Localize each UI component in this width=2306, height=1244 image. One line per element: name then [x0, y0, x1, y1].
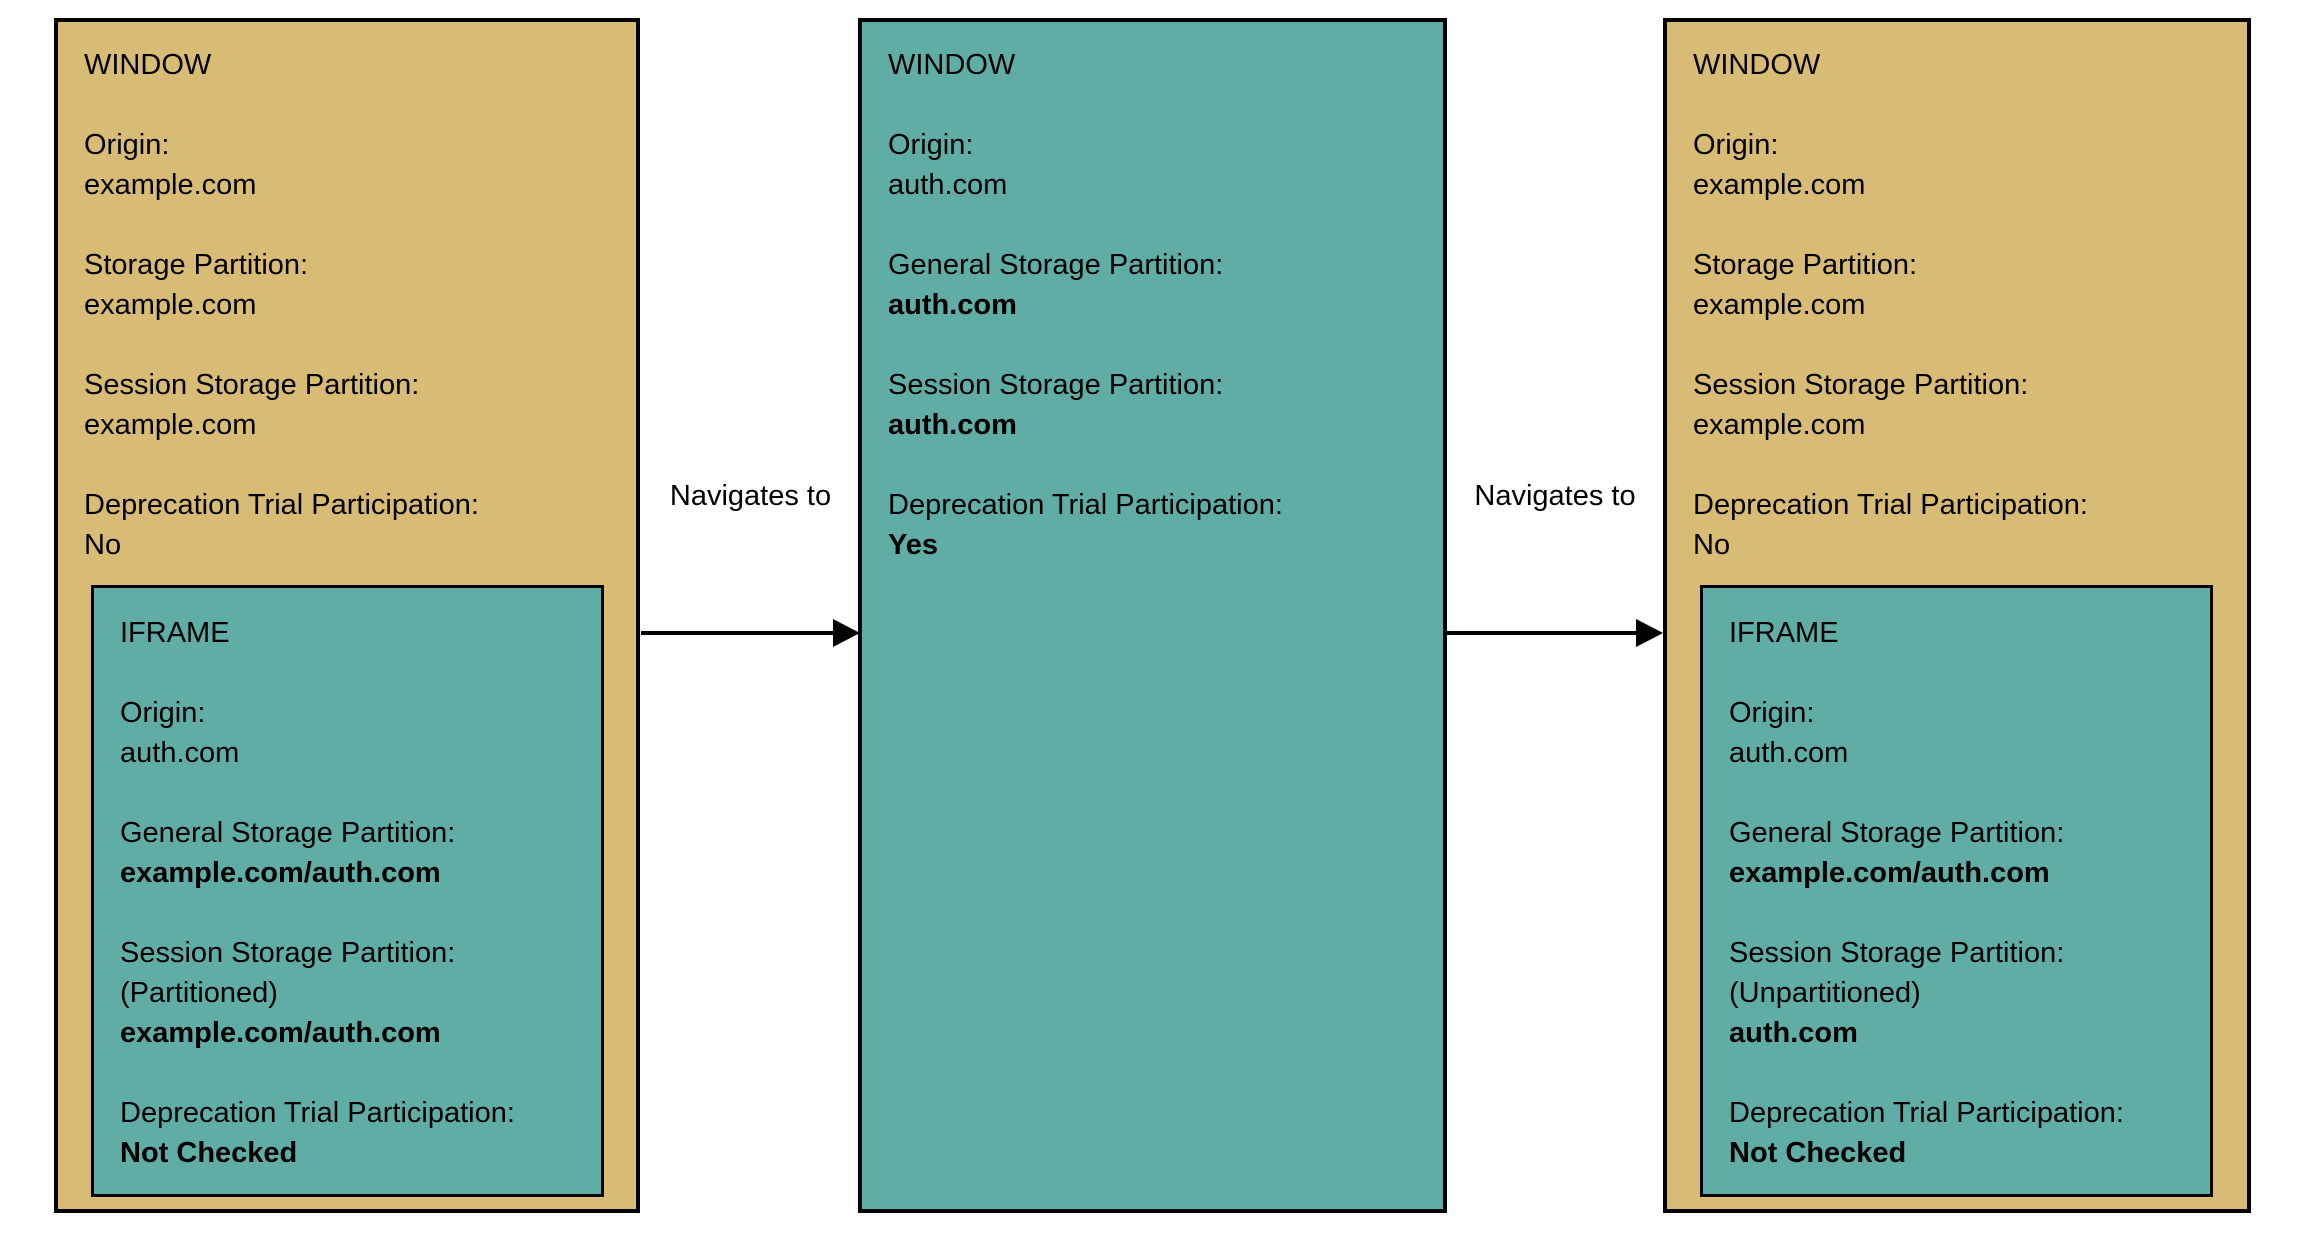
window-field-value: example.com: [1693, 169, 1866, 201]
window-field-label: Origin:: [1693, 129, 1779, 161]
navigates-label-2: Navigates to: [1474, 480, 1636, 512]
window-field-label: Deprecation Trial Participation:: [888, 489, 1283, 521]
window-field-label: Deprecation Trial Participation:: [84, 489, 479, 521]
window-field-label: Origin:: [84, 129, 170, 161]
window-field: General Storage Partition: auth.com: [888, 245, 1423, 325]
window-title: WINDOW: [84, 49, 212, 81]
iframe-title: IFRAME: [120, 617, 230, 649]
iframe-field: General Storage Partition: example.com/au…: [1729, 813, 2198, 893]
iframe-field-value: Not Checked: [1729, 1137, 1907, 1169]
iframe-field-value: auth.com: [1729, 737, 1849, 769]
window-field-value: auth.com: [888, 289, 1017, 321]
navigates-arrow-line-1: [641, 631, 836, 635]
iframe-field-value: example.com/auth.com: [120, 1017, 441, 1049]
navigates-gap-2: Navigates to: [1447, 18, 1663, 1213]
window-field-value: example.com: [84, 289, 257, 321]
window-title: WINDOW: [1693, 49, 1821, 81]
window-field: Session Storage Partition: example.com: [1693, 365, 2227, 445]
navigates-arrow-line-2: [1447, 631, 1639, 635]
iframe-field-value: (Partitioned): [120, 977, 278, 1009]
iframe-field: Origin: auth.com: [1729, 693, 2198, 773]
window-field-value: No: [1693, 529, 1731, 561]
arrow-head-icon-1: [833, 619, 860, 647]
iframe-field-value: example.com/auth.com: [1729, 857, 2050, 889]
window-field: Session Storage Partition: example.com: [84, 365, 616, 445]
iframe-field-label: Deprecation Trial Participation:: [1729, 1097, 2124, 1129]
navigates-label-1: Navigates to: [669, 480, 832, 512]
iframe-field-label: General Storage Partition:: [120, 817, 456, 849]
iframe-field: Deprecation Trial Participation: Not Chec…: [1729, 1093, 2198, 1173]
iframe-field-label: General Storage Partition:: [1729, 817, 2065, 849]
window-field-value: No: [84, 529, 122, 561]
window-field-value: Yes: [888, 529, 938, 561]
iframe-field-label: Session Storage Partition:: [120, 937, 456, 969]
iframe-field-label: Deprecation Trial Participation:: [120, 1097, 515, 1129]
window-field-label: Storage Partition:: [84, 249, 309, 281]
window-field: Deprecation Trial Participation: Yes: [888, 485, 1423, 565]
iframe-field-value: example.com/auth.com: [120, 857, 441, 889]
window-field: Origin: auth.com: [888, 125, 1423, 205]
window-field: Origin: example.com: [84, 125, 616, 205]
window-field-value: example.com: [1693, 409, 1866, 441]
window-field-value: auth.com: [888, 409, 1017, 441]
iframe-field-value: auth.com: [1729, 1017, 1858, 1049]
window-field: Storage Partition: example.com: [84, 245, 616, 325]
iframe-field-label: Origin:: [120, 697, 206, 729]
window-field: Storage Partition: example.com: [1693, 245, 2227, 325]
iframe-field-label: Session Storage Partition:: [1729, 937, 2065, 969]
window-field-label: Deprecation Trial Participation:: [1693, 489, 2088, 521]
window-field: Session Storage Partition: auth.com: [888, 365, 1423, 445]
window-field-label: Session Storage Partition:: [1693, 369, 2029, 401]
window-field-value: example.com: [1693, 289, 1866, 321]
iframe-field: Origin: auth.com: [120, 693, 589, 773]
iframe-field-value: auth.com: [120, 737, 240, 769]
iframe-field-value: Not Checked: [120, 1137, 298, 1169]
iframe-field: Deprecation Trial Participation: Not Chec…: [120, 1093, 589, 1173]
window-field: Origin: example.com: [1693, 125, 2227, 205]
iframe-field-value: (Unpartitioned): [1729, 977, 1921, 1009]
arrow-head-icon-2: [1636, 619, 1663, 647]
window-field-label: Origin:: [888, 129, 974, 161]
window-title: WINDOW: [888, 49, 1016, 81]
iframe-field: General Storage Partition: example.com/au…: [120, 813, 589, 893]
window-field: Deprecation Trial Participation: No: [1693, 485, 2227, 565]
iframe-field: Session Storage Partition: (Unpartitioned…: [1729, 933, 2198, 1053]
window-field-value: example.com: [84, 409, 257, 441]
iframe-field: Session Storage Partition: (Partitioned) e…: [120, 933, 589, 1053]
window-field-label: Session Storage Partition:: [84, 369, 420, 401]
navigates-gap-1: Navigates to: [641, 18, 860, 1213]
window-field-value: auth.com: [888, 169, 1008, 201]
iframe-field-label: Origin:: [1729, 697, 1815, 729]
iframe-title: IFRAME: [1729, 617, 1839, 649]
window-field-label: General Storage Partition:: [888, 249, 1224, 281]
window-field: Deprecation Trial Participation: No: [84, 485, 616, 565]
window-field-value: example.com: [84, 169, 257, 201]
window-field-label: Storage Partition:: [1693, 249, 1918, 281]
window-field-label: Session Storage Partition:: [888, 369, 1224, 401]
